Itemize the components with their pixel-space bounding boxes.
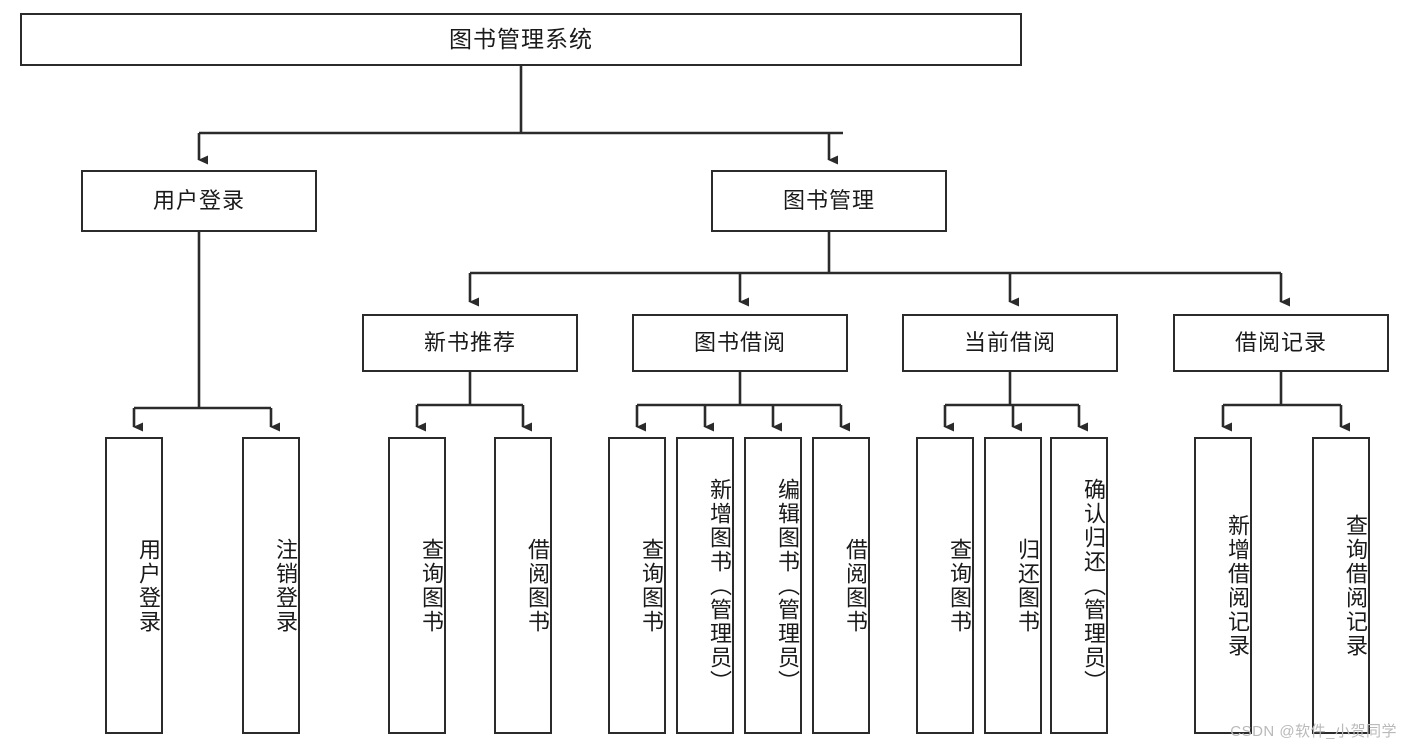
leaf-recommend-query-book[interactable]: 查询图书 — [388, 437, 446, 734]
node-label: 归还图书 — [1015, 537, 1040, 634]
node-label: 借阅图书 — [525, 537, 550, 634]
node-label: 用户登录 — [136, 537, 161, 634]
node-book-management[interactable]: 图书管理 — [711, 170, 947, 232]
node-label: 注销登录 — [273, 537, 298, 634]
node-label: 借阅记录 — [1234, 329, 1327, 355]
node-label: 借阅图书 — [843, 537, 868, 634]
leaf-current-query-book[interactable]: 查询图书 — [916, 437, 974, 734]
node-current-borrow[interactable]: 当前借阅 — [902, 314, 1118, 372]
node-label: 图书管理 — [782, 187, 875, 213]
node-label: 确认归还（管理员） — [1081, 477, 1106, 694]
leaf-user-login-signout[interactable]: 注销登录 — [242, 437, 300, 734]
node-label: 编辑图书（管理员） — [775, 477, 800, 694]
leaf-record-add-record[interactable]: 新增借阅记录 — [1194, 437, 1252, 734]
node-label: 用户登录 — [152, 187, 245, 213]
node-root-system[interactable]: 图书管理系统 — [20, 13, 1022, 66]
leaf-current-confirm-return-admin[interactable]: 确认归还（管理员） — [1050, 437, 1108, 734]
leaf-current-return-book[interactable]: 归还图书 — [984, 437, 1042, 734]
leaf-borrow-add-book-admin[interactable]: 新增图书（管理员） — [676, 437, 734, 734]
node-label: 查询图书 — [947, 537, 972, 634]
node-label: 新增图书（管理员） — [707, 477, 732, 694]
node-new-book-recommend[interactable]: 新书推荐 — [362, 314, 578, 372]
leaf-borrow-query-book[interactable]: 查询图书 — [608, 437, 666, 734]
leaf-recommend-borrow-book[interactable]: 借阅图书 — [494, 437, 552, 734]
leaf-user-login-signin[interactable]: 用户登录 — [105, 437, 163, 734]
leaf-borrow-edit-book-admin[interactable]: 编辑图书（管理员） — [744, 437, 802, 734]
node-label: 当前借阅 — [963, 329, 1056, 355]
node-user-login[interactable]: 用户登录 — [81, 170, 317, 232]
node-label: 图书借阅 — [693, 329, 786, 355]
leaf-record-query-record[interactable]: 查询借阅记录 — [1312, 437, 1370, 734]
node-label: 查询借阅记录 — [1343, 513, 1368, 658]
node-label: 查询图书 — [419, 537, 444, 634]
node-book-borrow[interactable]: 图书借阅 — [632, 314, 848, 372]
watermark-credit: CSDN @软件_小贺同学 — [1230, 723, 1397, 740]
node-label: 图书管理系统 — [449, 25, 593, 52]
node-label: 新书推荐 — [423, 329, 516, 355]
node-label: 新增借阅记录 — [1225, 513, 1250, 658]
leaf-borrow-borrow-book[interactable]: 借阅图书 — [812, 437, 870, 734]
node-borrow-record[interactable]: 借阅记录 — [1173, 314, 1389, 372]
node-label: 查询图书 — [639, 537, 664, 634]
